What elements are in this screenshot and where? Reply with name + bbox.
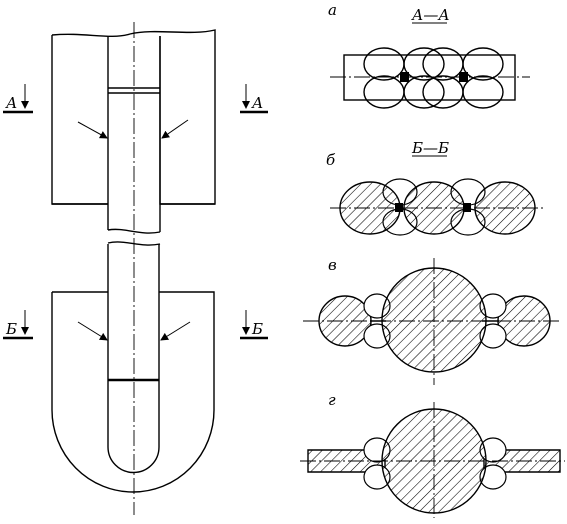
section-b: б Б—Б [326,139,543,236]
section-a: а А—А [328,1,530,109]
section-label-g: г [328,391,336,409]
cut-mark-lower-left: Б [5,320,17,338]
cut-marks: А А Б Б [3,84,268,340]
upper-part-view [51,29,216,246]
cut-mark-upper-right: А [251,94,263,112]
cut-mark-upper-left: А [5,94,17,112]
section-title-aa: А—А [411,6,450,24]
section-title-bb: Б—Б [411,139,449,157]
section-label-v: в [328,256,337,274]
lower-part-view [51,244,215,493]
section-v: в [303,256,560,385]
section-g: г [300,391,565,518]
cut-mark-lower-right: Б [251,320,263,338]
section-label-a: а [328,1,337,19]
section-label-b: б [326,151,336,169]
